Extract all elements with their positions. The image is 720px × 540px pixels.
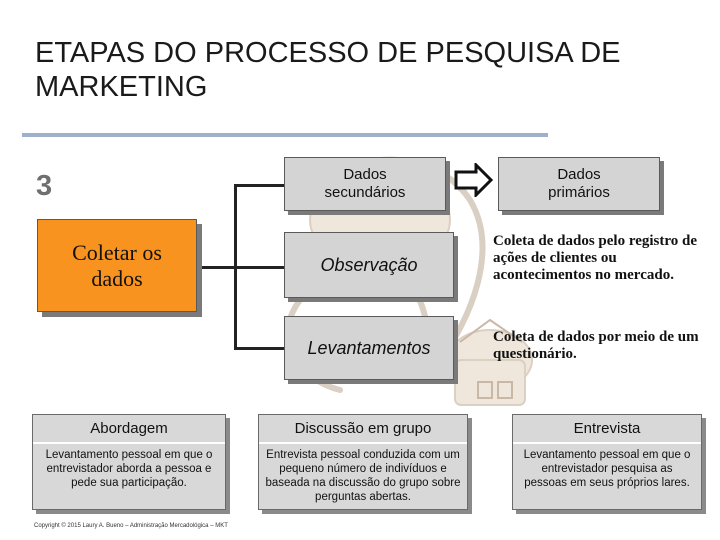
box-levantamentos: Levantamentos: [284, 316, 454, 380]
method-title: Discussão em grupo: [259, 415, 467, 444]
connector-to-levantamentos: [234, 347, 284, 350]
arrow-right-icon: [454, 161, 494, 199]
copyright-footer: Copyright © 2015 Laury A. Bueno – Admini…: [34, 523, 228, 529]
box-observacao: Observação: [284, 232, 454, 298]
method-description: Entrevista pessoal conduzida com um pequ…: [265, 449, 461, 503]
method-box-discussao-grupo: Discussão em grupo Entrevista pessoal co…: [258, 414, 468, 510]
connector-to-secundarios: [234, 184, 284, 187]
method-title: Abordagem: [33, 415, 225, 444]
step-box-coletar-dados: Coletar os dados: [37, 219, 197, 312]
description-levantamentos: Coleta de dados por meio de um questioná…: [493, 329, 699, 362]
connector-from-step: [197, 266, 235, 269]
method-box-entrevista: Entrevista Levantamento pessoal em que o…: [512, 414, 702, 510]
method-description: Levantamento pessoal em que o entrevista…: [45, 449, 213, 489]
title-underline: [22, 133, 548, 137]
box-dados-secundarios: Dados secundários: [284, 157, 446, 211]
description-observacao: Coleta de dados pelo registro de ações d…: [493, 233, 698, 283]
method-box-abordagem: Abordagem Levantamento pessoal em que o …: [32, 414, 226, 510]
connector-to-observacao: [234, 266, 284, 269]
method-title: Entrevista: [513, 415, 701, 444]
box-dados-primarios: Dados primários: [498, 157, 660, 211]
method-description: Levantamento pessoal em que o entrevista…: [523, 449, 691, 489]
page-title: ETAPAS DO PROCESSO DE PESQUISA DE MARKET…: [35, 37, 621, 103]
step-number: 3: [36, 170, 53, 202]
